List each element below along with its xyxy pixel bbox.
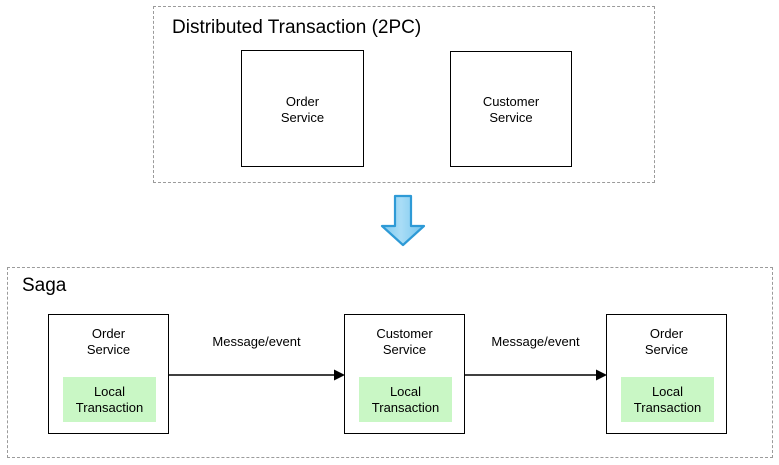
service-box-label: Order Service (280, 94, 325, 125)
service-box-label: Order Service (86, 326, 131, 357)
service-box-order-service-2pc[interactable]: Order Service (241, 50, 364, 167)
down-arrow-icon (378, 193, 428, 248)
service-box-label: Customer Service (482, 94, 540, 125)
group-saga (7, 267, 773, 458)
flow-arrow-icon-1 (168, 360, 345, 390)
group-distributed-transaction (153, 6, 655, 183)
local-transaction-badge: Local Transaction (359, 377, 452, 422)
service-box-label: Order Service (644, 326, 689, 357)
local-transaction-badge: Local Transaction (621, 377, 714, 422)
local-transaction-badge: Local Transaction (63, 377, 156, 422)
flow-label-message-event-1: Message/event (212, 334, 301, 349)
service-box-customer-service-saga[interactable]: Customer Service Local Transaction (344, 314, 465, 434)
service-box-order-service-saga-1[interactable]: Order Service Local Transaction (48, 314, 169, 434)
flow-arrow-icon-2 (464, 360, 607, 390)
group-title-saga: Saga (22, 275, 67, 296)
service-box-order-service-saga-2[interactable]: Order Service Local Transaction (606, 314, 727, 434)
service-box-customer-service-2pc[interactable]: Customer Service (450, 51, 572, 167)
group-title-distributed-transaction: Distributed Transaction (2PC) (172, 17, 422, 38)
flow-label-message-event-2: Message/event (491, 334, 580, 349)
service-box-label: Customer Service (376, 326, 433, 357)
